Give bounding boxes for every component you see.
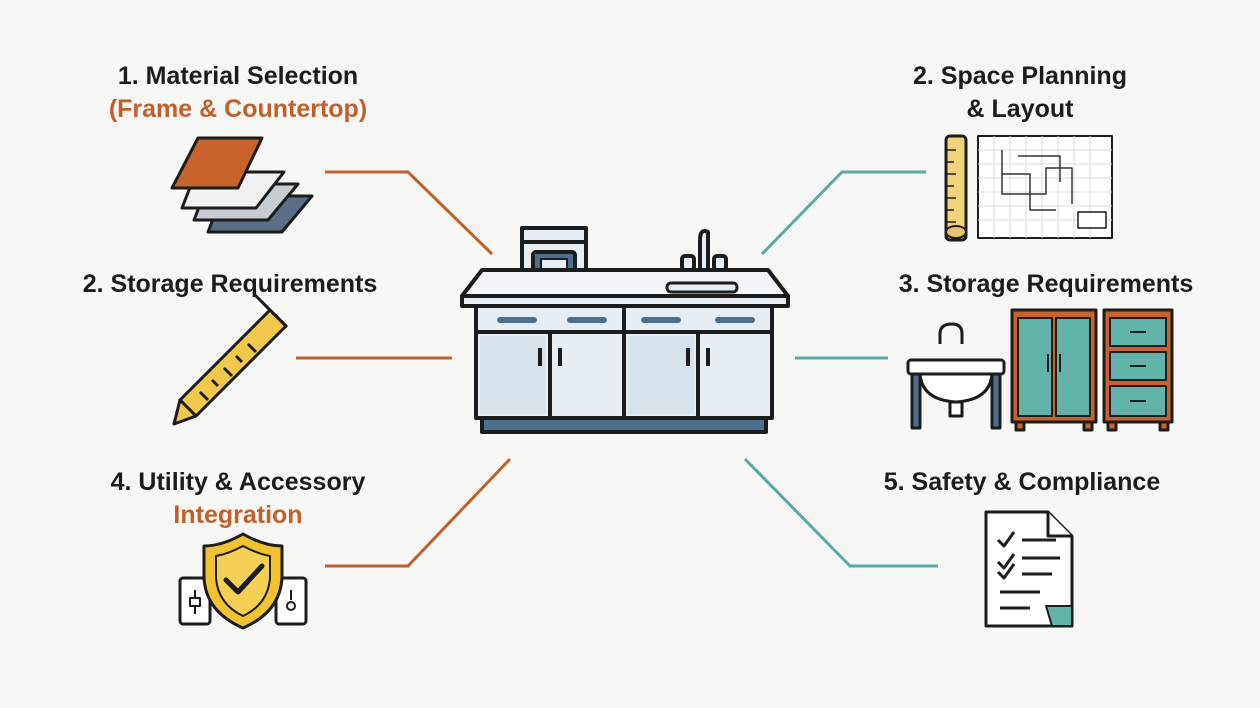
- label-safety-compliance: 5. Safety & Compliance: [862, 466, 1182, 499]
- label-utility-accessory: 4. Utility & Accessory Integration: [88, 466, 388, 532]
- connector-material: [325, 170, 494, 256]
- storage-right-title: 3. Storage Requirements: [898, 270, 1194, 298]
- connector-utility: [325, 457, 512, 568]
- space-title: 2. Space Planning: [913, 62, 1127, 90]
- safety-title: 5. Safety & Compliance: [883, 468, 1161, 496]
- label-storage-right: 3. Storage Requirements: [876, 268, 1216, 301]
- label-space-planning: 2. Space Planning & Layout: [890, 60, 1150, 126]
- connector-safety: [743, 457, 938, 568]
- connector-space: [760, 170, 926, 256]
- material-layers-icon: [170, 136, 314, 234]
- material-subtitle: (Frame & Countertop): [108, 95, 368, 123]
- lab-bench-icon: [460, 226, 790, 434]
- material-title: 1. Material Selection: [117, 62, 359, 90]
- utility-title: 4. Utility & Accessory: [110, 468, 366, 496]
- checklist-document-icon: [984, 510, 1074, 628]
- ruler-pencil-icon: [172, 294, 288, 426]
- storage-cabinet-icon: [906, 308, 1174, 432]
- shield-check-icon: [178, 532, 308, 630]
- space-title-line2: & Layout: [966, 95, 1074, 123]
- blueprint-ruler-icon: [944, 134, 1113, 242]
- utility-subtitle: Integration: [173, 501, 303, 529]
- label-material-selection: 1. Material Selection (Frame & Counterto…: [98, 60, 378, 126]
- storage-left-title: 2. Storage Requirements: [82, 270, 378, 298]
- label-storage-left: 2. Storage Requirements: [60, 268, 400, 301]
